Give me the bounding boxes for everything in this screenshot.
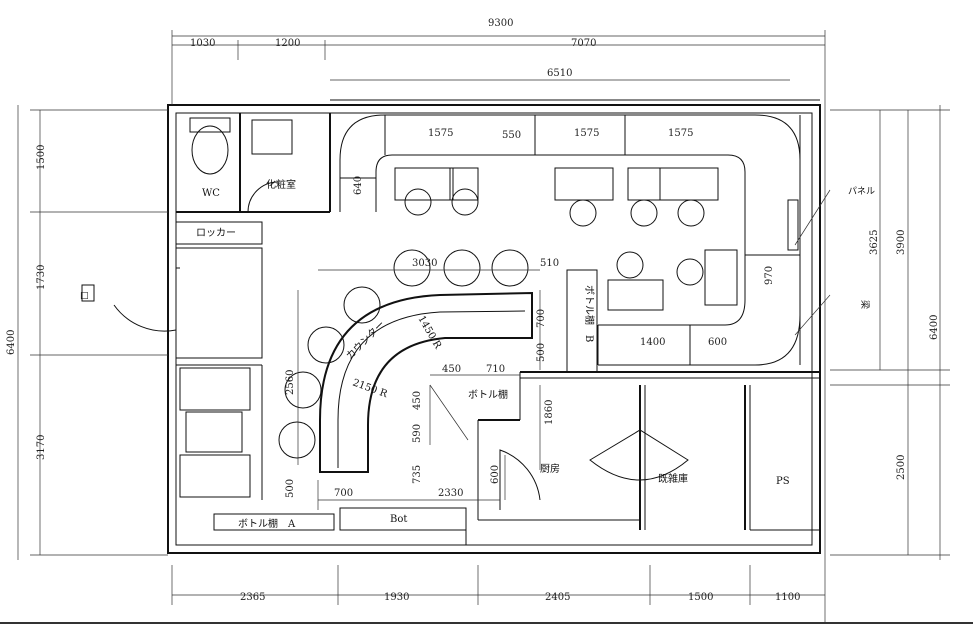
label-bot: Bot — [390, 514, 407, 525]
dim-right-3900: 3900 — [896, 230, 907, 255]
dim-left-3170: 3170 — [36, 435, 47, 460]
dim-700v: 700 — [536, 309, 547, 328]
dim-550: 550 — [502, 130, 521, 141]
dim-1575a: 1575 — [428, 128, 453, 139]
dim-top-total: 9300 — [488, 18, 513, 29]
label-bottle-shelf: ボトル棚 — [468, 388, 508, 401]
dim-1575c: 1575 — [668, 128, 693, 139]
dim-500v: 500 — [536, 343, 547, 362]
dim-640: 640 — [353, 176, 364, 195]
toilet — [191, 125, 229, 175]
label-kitchen: 厨房 — [540, 462, 560, 475]
dim-710: 710 — [486, 364, 505, 375]
dim-bottom-2405: 2405 — [545, 592, 570, 603]
dim-1400: 1400 — [640, 337, 665, 348]
label-wc: WC — [202, 188, 220, 199]
dim-590: 590 — [412, 424, 423, 443]
sink — [251, 119, 293, 155]
dim-510: 510 — [540, 258, 559, 269]
dim-2330: 2330 — [438, 488, 463, 499]
dim-735: 735 — [412, 465, 423, 484]
dim-970: 970 — [764, 266, 775, 285]
dim-right-3625: 3625 — [869, 230, 880, 255]
dim-bottom-2365: 2365 — [240, 592, 265, 603]
locker-block — [175, 221, 263, 245]
label-powder-room: 化粧室 — [266, 178, 296, 191]
dim-right-6400: 6400 — [929, 315, 940, 340]
label-ps: PS — [776, 476, 790, 487]
dim-left-1730: 1730 — [36, 265, 47, 290]
label-storage: 既雑庫 — [658, 472, 688, 485]
dim-right-2500: 2500 — [896, 455, 907, 480]
banquette — [339, 114, 801, 366]
sofa — [179, 367, 251, 411]
label-locker: ロッカー — [196, 227, 236, 239]
dim-600: 600 — [490, 465, 501, 484]
dim-top-1200: 1200 — [275, 38, 300, 49]
panel — [787, 199, 799, 251]
dim-top-1030: 1030 — [190, 38, 215, 49]
dimension-lines — [17, 30, 950, 622]
label-pillar: 梁 — [859, 300, 871, 309]
dim-3030: 3030 — [412, 258, 437, 269]
stools — [404, 188, 705, 286]
outer-wall — [167, 104, 821, 554]
label-panel: パネル — [848, 186, 875, 197]
label-bottle-shelf-b: ボトル棚 B — [583, 285, 596, 342]
dim-500b: 500 — [285, 479, 296, 498]
dim-left-1500: 1500 — [36, 145, 47, 170]
dim-bottom-1930: 1930 — [384, 592, 409, 603]
dim-1575b: 1575 — [574, 128, 599, 139]
dim-top-7070: 7070 — [571, 38, 596, 49]
entrance-mark: □ — [80, 291, 89, 301]
dim-left-6400: 6400 — [6, 330, 17, 355]
dim-2560: 2560 — [285, 370, 296, 395]
dim-450v: 450 — [412, 391, 423, 410]
table — [394, 167, 454, 201]
dim-700b: 700 — [334, 488, 353, 499]
bottom-rule — [0, 622, 973, 624]
dim-bottom-1100: 1100 — [775, 592, 800, 603]
bottle-shelf-a — [213, 513, 335, 531]
label-bottle-shelf-a: ボトル棚 A — [238, 517, 296, 530]
dim-600r: 600 — [708, 337, 727, 348]
label-counter: カウンター — [344, 318, 388, 362]
label-r1450: 1450 R — [415, 314, 443, 351]
counter-stools — [278, 249, 529, 459]
dim-1860: 1860 — [544, 400, 555, 425]
entrance-door — [113, 268, 177, 332]
dim-top-6510: 6510 — [547, 68, 572, 79]
dim-450h: 450 — [442, 364, 461, 375]
dim-bottom-1500: 1500 — [688, 592, 713, 603]
